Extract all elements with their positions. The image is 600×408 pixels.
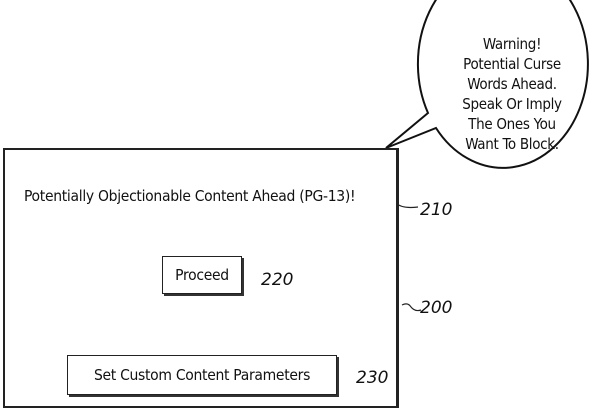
ref-numeral-220: 220	[261, 270, 294, 290]
bubble-line: Potential Curse	[463, 55, 561, 73]
content-warning-headline: Potentially Objectionable Content Ahead …	[24, 187, 356, 205]
bubble-line: Warning!	[482, 35, 542, 53]
ref-numeral-230: 230	[356, 368, 389, 388]
proceed-button[interactable]: Proceed	[162, 256, 242, 294]
set-custom-content-parameters-button[interactable]: Set Custom Content Parameters	[67, 355, 337, 395]
leader-line-200	[401, 303, 422, 312]
ref-numeral-210: 210	[420, 200, 453, 220]
bubble-line: The Ones You	[468, 115, 556, 133]
bubble-line: Words Ahead.	[467, 75, 557, 93]
bubble-line: Speak Or Imply	[462, 95, 562, 113]
speech-bubble-text: Warning! Potential Curse Words Ahead. Sp…	[432, 34, 592, 154]
speech-bubble-outline	[385, 0, 589, 169]
bubble-line: Want To Block.	[465, 135, 559, 153]
ref-numeral-200: 200	[420, 298, 453, 318]
